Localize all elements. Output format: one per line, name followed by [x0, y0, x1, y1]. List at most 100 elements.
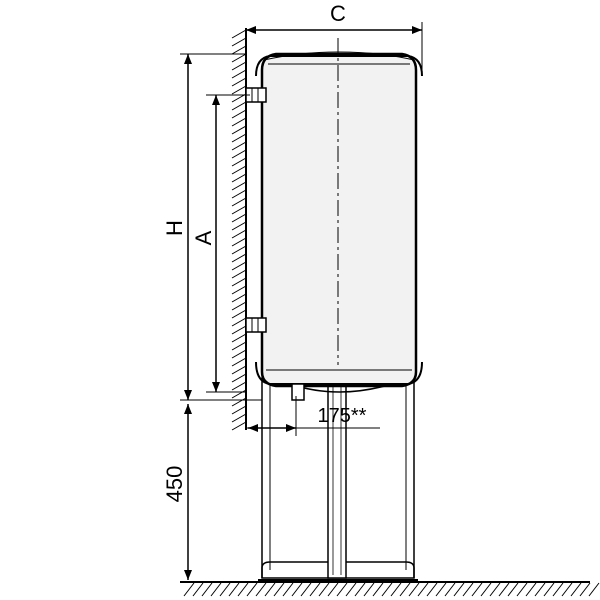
- floor-hatch-line: [300, 582, 312, 597]
- floor-hatch-line: [588, 582, 600, 597]
- dimension-a-label: A: [191, 230, 216, 245]
- wall-hatch-line: [231, 421, 247, 431]
- wall-hatch-line: [231, 69, 247, 79]
- wall-hatch-line: [231, 245, 247, 255]
- dimension-c-label: C: [330, 1, 346, 26]
- wall-hatch-line: [231, 357, 247, 367]
- floor-hatch-line: [462, 582, 474, 597]
- wall: [231, 28, 247, 431]
- wall-hatch-line: [231, 341, 247, 351]
- wall-hatch-line: [231, 125, 247, 135]
- wall-hatch-line: [231, 85, 247, 95]
- floor-hatch-line: [192, 582, 204, 597]
- wall-hatch-line: [231, 253, 247, 263]
- wall-hatch-line: [231, 117, 247, 127]
- floor-hatch-line: [525, 582, 537, 597]
- wall-hatch-line: [231, 381, 247, 391]
- wall-hatch-line: [231, 285, 247, 295]
- wall-hatch-line: [231, 397, 247, 407]
- wall-hatch-line: [231, 349, 247, 359]
- floor-hatch-line: [381, 582, 393, 597]
- floor-hatch-line: [309, 582, 321, 597]
- wall-hatch-line: [231, 149, 247, 159]
- wall-hatch-line: [231, 189, 247, 199]
- wall-hatch-line: [231, 165, 247, 175]
- floor: [180, 581, 600, 597]
- dimension-h-label: H: [162, 220, 187, 236]
- wall-hatch-line: [231, 365, 247, 375]
- floor-hatching: [183, 582, 600, 597]
- wall-hatch-line: [231, 309, 247, 319]
- floor-hatch-line: [327, 582, 339, 597]
- floor-hatch-line: [264, 582, 276, 597]
- floor-hatch-line: [372, 582, 384, 597]
- dimension-175: 175**: [246, 396, 380, 436]
- wall-hatch-line: [231, 77, 247, 87]
- wall-hatch-line: [231, 333, 247, 343]
- floor-hatch-line: [417, 582, 429, 597]
- floor-hatch-line: [471, 582, 483, 597]
- wall-hatch-line: [231, 205, 247, 215]
- floor-hatch-line: [489, 582, 501, 597]
- floor-hatch-line: [282, 582, 294, 597]
- wall-hatch-line: [231, 325, 247, 335]
- floor-hatch-line: [570, 582, 582, 597]
- wall-hatch-line: [231, 141, 247, 151]
- floor-hatch-line: [363, 582, 375, 597]
- floor-hatch-line: [507, 582, 519, 597]
- wall-hatch-line: [231, 61, 247, 71]
- wall-hatch-line: [231, 181, 247, 191]
- wall-hatch-line: [231, 101, 247, 111]
- wall-hatch-line: [231, 413, 247, 423]
- wall-hatch-line: [231, 197, 247, 207]
- dimension-450: 450: [162, 404, 192, 580]
- wall-hatch-line: [231, 301, 247, 311]
- floor-hatch-line: [318, 582, 330, 597]
- wall-hatch-line: [231, 269, 247, 279]
- floor-hatch-line: [408, 582, 420, 597]
- floor-hatch-line: [390, 582, 402, 597]
- wall-hatch-line: [231, 213, 247, 223]
- floor-hatch-line: [435, 582, 447, 597]
- dimension-h: H: [162, 53, 262, 401]
- wall-hatch-line: [231, 221, 247, 231]
- tank: [255, 51, 423, 401]
- floor-hatch-line: [543, 582, 555, 597]
- wall-hatch-line: [231, 229, 247, 239]
- dimension-a: A: [191, 94, 250, 393]
- floor-hatch-line: [273, 582, 285, 597]
- floor-hatch-line: [246, 582, 258, 597]
- floor-hatch-line: [291, 582, 303, 597]
- wall-hatch-line: [231, 109, 247, 119]
- wall-hatch-line: [231, 293, 247, 303]
- floor-hatch-line: [183, 582, 195, 597]
- wall-hatch-line: [231, 261, 247, 271]
- floor-hatch-line: [534, 582, 546, 597]
- floor-hatch-line: [201, 582, 213, 597]
- floor-hatch-line: [480, 582, 492, 597]
- wall-hatch-line: [231, 277, 247, 287]
- floor-hatch-line: [561, 582, 573, 597]
- wall-hatch-line: [231, 237, 247, 247]
- wall-hatch-line: [231, 373, 247, 383]
- floor-hatch-line: [336, 582, 348, 597]
- wall-hatch-line: [231, 133, 247, 143]
- floor-hatch-line: [444, 582, 456, 597]
- floor-hatch-line: [498, 582, 510, 597]
- wall-hatch-line: [231, 173, 247, 183]
- floor-hatch-line: [237, 582, 249, 597]
- stand: [258, 362, 418, 581]
- wall-hatch-line: [231, 157, 247, 167]
- wall-hatch-line: [231, 29, 247, 39]
- floor-hatch-line: [345, 582, 357, 597]
- floor-hatch-line: [354, 582, 366, 597]
- floor-hatch-line: [516, 582, 528, 597]
- floor-hatch-line: [219, 582, 231, 597]
- dimension-450-label: 450: [162, 466, 187, 503]
- wall-hatch-line: [231, 405, 247, 415]
- floor-hatch-line: [210, 582, 222, 597]
- floor-hatch-line: [453, 582, 465, 597]
- floor-hatch-line: [579, 582, 591, 597]
- floor-hatch-line: [228, 582, 240, 597]
